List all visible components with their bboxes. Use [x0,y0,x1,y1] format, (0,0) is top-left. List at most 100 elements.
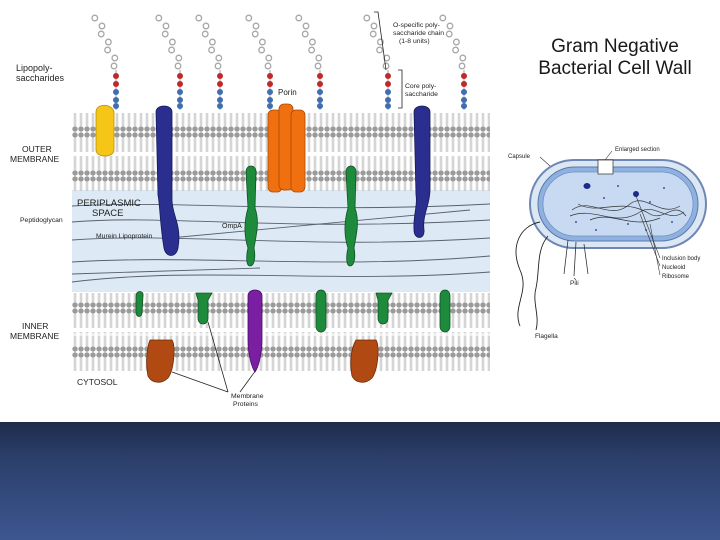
o-antigen-sugar [439,14,447,22]
outer-membrane-lipoprotein-yellow [95,104,115,157]
o-antigen-sugar [174,62,182,70]
ribosome-label: Ribosome [662,274,690,280]
lps-chain [363,14,391,110]
inclusion-body-right [633,191,639,197]
o-antigen-sugar [295,14,303,22]
core-sugar [177,97,183,103]
o-antigen-sugar [452,38,460,46]
o-antigen-sugar [111,54,119,62]
o-antigen-sugar [314,62,322,70]
o-antigen-sugar [202,22,210,30]
core-sugar [461,73,467,79]
o-antigen-sugar [315,54,323,62]
core-sugar [317,89,323,95]
o-antigen-sugar [251,30,259,38]
o-antigen-sugar [265,54,273,62]
core-sugar [385,81,391,87]
o-antigen-sugar [162,22,170,30]
cytosol-label: CYTOSOL [77,377,118,387]
inner-transmembrane-protein-purple [247,289,263,373]
o-antigen-sugar [445,30,453,38]
flagellum-2 [534,235,549,331]
o-antigen-sugar [104,46,112,54]
o-antigen-sugar [369,30,377,38]
lps-chain [155,14,183,110]
core-sugar [385,103,391,109]
o-antigen-sugar [208,38,216,46]
o-antigen-sugar [252,22,260,30]
o-antigen-sugar [110,62,118,70]
core-sugar [461,81,467,87]
cytosolic-protein-left [146,339,175,383]
o-antigen-sugar [301,30,309,38]
enlarged-section-label: Enlarged section [615,147,660,153]
inclusion-body-label: Inclusion body [662,256,700,262]
periplasmic-space-label: PERIPLASMIC SPACE [77,198,144,219]
core-sugar [267,73,273,79]
murein-lipoprotein-label: Murein Lipoprotein [96,233,153,240]
core-sugar [177,81,183,87]
title-line-2: Bacterial Cell Wall [538,58,692,79]
o-antigen-sugar [459,54,467,62]
core-sugar [217,97,223,103]
o-antigen-sugar [215,54,223,62]
o-antigen-sugar [155,14,163,22]
core-sugar [461,89,467,95]
core-sugar [317,81,323,87]
core-sugar [267,103,273,109]
o-antigen-sugar [208,46,216,54]
core-sugar [113,103,119,109]
transmembrane-protein-right [413,105,431,238]
o-antigen-sugar [104,38,112,46]
o-antigen-sugar [245,14,253,22]
core-sugar [217,103,223,109]
lps-chain [245,14,273,110]
o-antigen-sugar [258,46,266,54]
o-antigen-sugar [161,30,169,38]
lps-chain [195,14,223,110]
lipopolysaccharide-chains [91,14,467,110]
core-sugar [177,103,183,109]
o-antigen-sugar [446,22,454,30]
title-line-1: Gram Negative [551,36,679,57]
core-sugar [217,89,223,95]
core-sugar [113,89,119,95]
core-sugar [177,89,183,95]
o-antigen-sugar [363,14,371,22]
core-sugar [385,89,391,95]
o-antigen-sugar [376,46,384,54]
lps-chain [91,14,119,110]
o-chain-label: O-specific poly- saccharide chain (1-8 u… [393,22,446,45]
flagella-label: Flagella [535,333,558,340]
pili [563,239,589,277]
inclusion-body-left [583,183,591,189]
capsule-label: Capsule [508,154,531,160]
lps-chain [295,14,323,110]
core-sugar [317,97,323,103]
nucleoid-label: Nucleoid [662,265,685,271]
core-sugar [217,73,223,79]
o-antigen-sugar [308,46,316,54]
o-antigen-sugar [264,62,272,70]
o-antigen-sugar [370,22,378,30]
lps-chain [439,14,467,110]
o-antigen-sugar [258,38,266,46]
cytosolic-protein-right [350,339,379,383]
slide-footer-band [0,422,720,540]
pili-label: Pili [570,280,579,287]
bacterial-cell-inset: Capsule Enlarged section Inclusion body … [508,147,707,340]
peptidoglycan-label: Peptidoglycan [20,217,63,224]
nucleoid-dna [569,200,687,223]
core-sugar [217,81,223,87]
ompa-label: OmpA [222,223,242,230]
inner-membrane-bilayer [72,293,490,371]
o-antigen-sugar [308,38,316,46]
o-antigen-sugar [97,30,105,38]
porin-protein [267,103,306,193]
o-antigen-sugar [214,62,222,70]
lps-label: Lipopoly- saccharides [16,63,65,83]
core-sugar [267,81,273,87]
o-antigen-sugar [98,22,106,30]
inner-membrane-label: INNER MEMBRANE [10,321,59,341]
